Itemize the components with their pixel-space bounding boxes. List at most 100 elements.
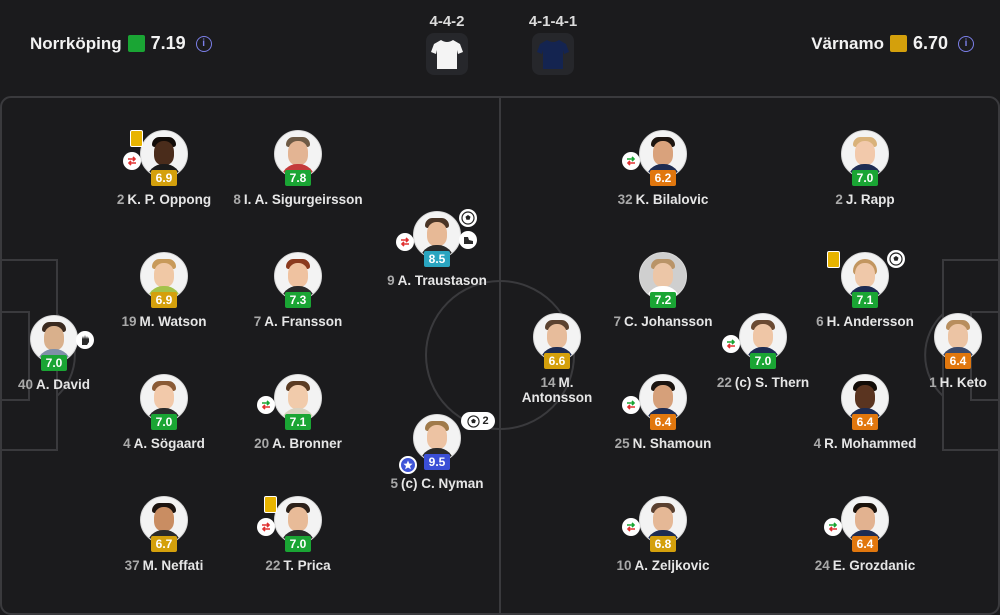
- player-rating: 7.0: [285, 536, 311, 552]
- player-rating: 6.6: [544, 353, 570, 369]
- player-rating: 9.5: [424, 454, 450, 470]
- player-rating: 6.2: [650, 170, 676, 186]
- player-rating: 7.2: [650, 292, 676, 308]
- player-rating: 8.5: [424, 251, 450, 267]
- player-rating: 7.1: [852, 292, 878, 308]
- goal-ball-icon: [459, 209, 477, 227]
- info-icon[interactable]: i: [958, 35, 974, 52]
- away-team-rating: 6.70: [912, 33, 948, 53]
- away-team-name[interactable]: Värnamo: [811, 33, 884, 53]
- player-name: 5(c) C. Nyman: [390, 476, 484, 491]
- player-rating: 6.9: [151, 292, 177, 308]
- goal-ball-icon: [467, 414, 481, 428]
- player-rating: 6.9: [151, 170, 177, 186]
- substitution-out-icon: [257, 518, 275, 536]
- away-formation: 4-1-4-1: [528, 13, 578, 30]
- home-team-summary[interactable]: Norrköping 7.19 i: [30, 33, 212, 54]
- substitution-out-icon: [396, 233, 414, 251]
- pitch-lines: [0, 96, 1000, 615]
- home-rating-square: [127, 35, 145, 52]
- substitution-out-icon: [123, 152, 141, 170]
- match-header: Norrköping 7.19 i 4-4-2 4-1-4-1 Värnamo …: [0, 0, 1000, 95]
- home-formation: 4-4-2: [429, 13, 465, 30]
- player-avatar-wrap: 7.0: [30, 315, 94, 371]
- save-glove-icon: [76, 331, 94, 349]
- player-rating: 7.8: [285, 170, 311, 186]
- home-team-rating: 7.19: [150, 33, 186, 53]
- player-rating: 6.7: [151, 536, 177, 552]
- yellow-card-icon: [127, 129, 145, 147]
- player-rating: 6.8: [650, 536, 676, 552]
- substitution-in-icon: [257, 396, 275, 414]
- player-rating: 7.0: [151, 414, 177, 430]
- player-of-the-match-star-icon: [399, 456, 417, 474]
- yellow-card-icon: [824, 250, 842, 268]
- player-rating: 7.0: [750, 353, 776, 369]
- navy-shirt-icon: [537, 40, 569, 69]
- player-rating: 7.3: [285, 292, 311, 308]
- info-icon[interactable]: i: [195, 35, 212, 52]
- player-card[interactable]: 7.0 22(c) S. Thern: [688, 313, 838, 390]
- player-rating: 6.4: [945, 353, 971, 369]
- player-name: 22(c) S. Thern: [716, 375, 810, 390]
- player-card[interactable]: 2 9.5 5(c) C. Nyman: [362, 412, 512, 491]
- substitution-in-icon: [622, 152, 640, 170]
- avatar: [413, 414, 461, 462]
- assist-boot-icon: [459, 231, 477, 249]
- yellow-card-icon: [261, 495, 279, 513]
- player-rating: 6.4: [650, 414, 676, 430]
- player-rating: 6.4: [852, 536, 878, 552]
- avatar: [140, 252, 188, 300]
- away-shirt: [532, 33, 574, 75]
- goal-ball-icon: [887, 250, 905, 268]
- substitution-in-icon: [622, 396, 640, 414]
- white-shirt-icon: [431, 40, 463, 69]
- home-team-name[interactable]: Norrköping: [30, 33, 122, 53]
- avatar: [739, 313, 787, 361]
- substitution-in-icon: [622, 518, 640, 536]
- away-team-summary[interactable]: Värnamo 6.70 i: [811, 33, 974, 54]
- goals-count-badge: 2: [461, 412, 495, 430]
- home-shirt: [426, 33, 468, 75]
- player-rating: 7.0: [41, 355, 67, 371]
